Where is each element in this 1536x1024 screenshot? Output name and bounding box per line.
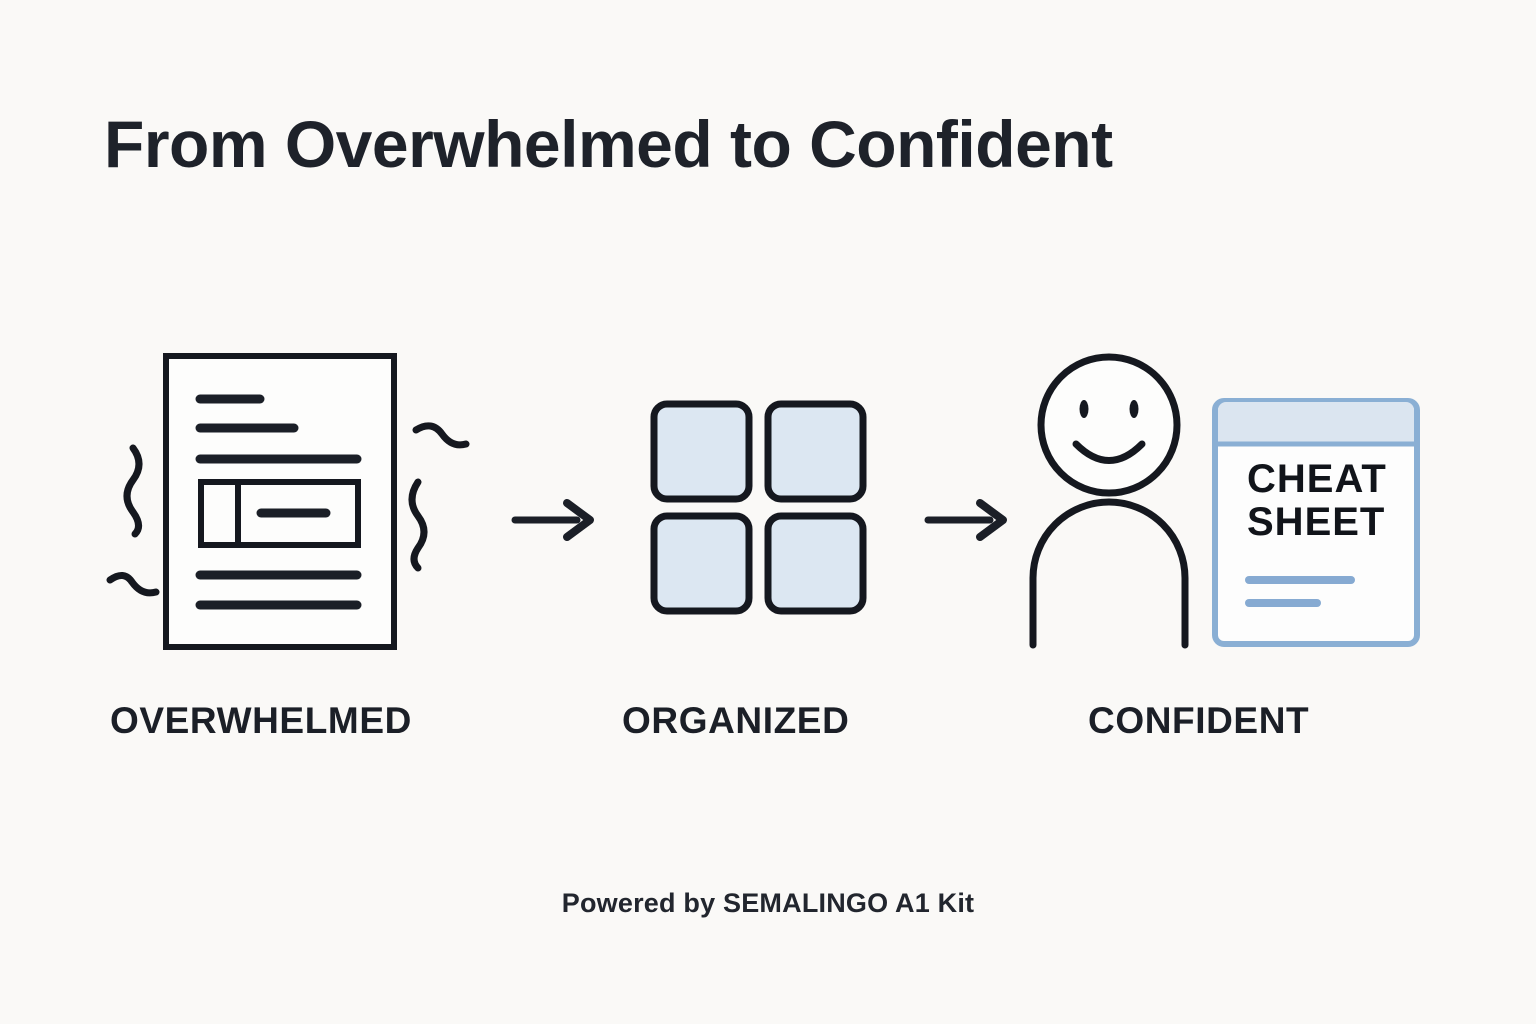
stage-label-organized: ORGANIZED: [622, 700, 850, 741]
left-eye: [1079, 400, 1089, 418]
stage-label-overwhelmed: OVERWHELMED: [110, 700, 412, 741]
smile-icon: [1072, 440, 1146, 464]
arrow-right-icon: [924, 499, 1007, 541]
head-circle: [1037, 353, 1181, 497]
cheat-sheet-line-1: CHEAT: [1247, 457, 1387, 501]
right-eye: [1129, 400, 1139, 418]
grid-square-1: [650, 400, 753, 503]
stress-squiggle-icon: [106, 422, 470, 597]
grid-square-4: [764, 512, 867, 615]
stage-label-confident: CONFIDENT: [1088, 700, 1310, 741]
grid-square-3: [650, 512, 753, 615]
page-title: From Overwhelmed to Confident: [104, 107, 1113, 181]
messy-document-icon: [106, 353, 470, 650]
card-header-band: [1218, 402, 1414, 444]
four-squares-grid-icon: [650, 400, 867, 615]
footer-attribution: Powered by SEMALINGO A1 Kit: [561, 888, 975, 918]
grid-square-2: [764, 400, 867, 503]
arrow-right-icon: [511, 499, 594, 541]
cheat-sheet-card: CHEAT SHEET: [1212, 398, 1420, 647]
smiling-person-icon: [1029, 353, 1189, 649]
body-arc: [1029, 498, 1189, 649]
cheat-sheet-line-2: SHEET: [1247, 500, 1385, 544]
